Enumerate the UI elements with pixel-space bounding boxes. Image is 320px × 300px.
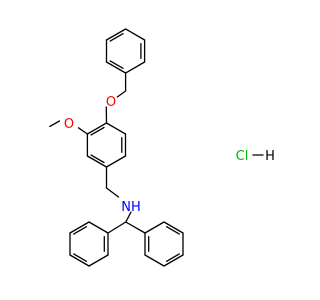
bond <box>77 127 89 135</box>
bond <box>125 221 146 234</box>
chemical-structure: O O NH Cl H <box>49 28 275 267</box>
bond <box>109 33 124 42</box>
bond <box>49 120 61 128</box>
bond <box>125 211 132 223</box>
bond <box>90 126 105 136</box>
chlorine-label: Cl <box>236 149 249 164</box>
bond <box>109 60 124 69</box>
bond <box>86 155 108 168</box>
bond <box>105 28 127 41</box>
hydrogen-label: H <box>265 149 275 164</box>
bond <box>107 221 127 234</box>
bond <box>116 90 127 98</box>
bond <box>86 122 108 135</box>
bond <box>73 226 88 235</box>
bond <box>144 254 165 267</box>
bond <box>88 254 109 267</box>
bond <box>163 254 184 267</box>
bond-network <box>49 28 264 267</box>
atom-labels: O O NH Cl H <box>64 95 275 215</box>
bond <box>69 254 90 267</box>
bond <box>105 187 120 198</box>
bond <box>73 253 88 262</box>
bond <box>144 221 165 234</box>
bond <box>105 122 127 135</box>
bond <box>69 221 90 234</box>
ether-oxygen-label: O <box>106 95 116 110</box>
bond <box>88 221 109 234</box>
bond <box>105 155 127 168</box>
bond <box>124 61 146 74</box>
bond <box>163 221 184 234</box>
bond <box>90 154 105 164</box>
amine-label: NH <box>121 200 141 215</box>
methoxy-oxygen-label: O <box>64 117 74 132</box>
bond <box>105 61 127 74</box>
bond <box>124 28 146 41</box>
bond <box>165 253 180 262</box>
bond <box>165 226 180 235</box>
